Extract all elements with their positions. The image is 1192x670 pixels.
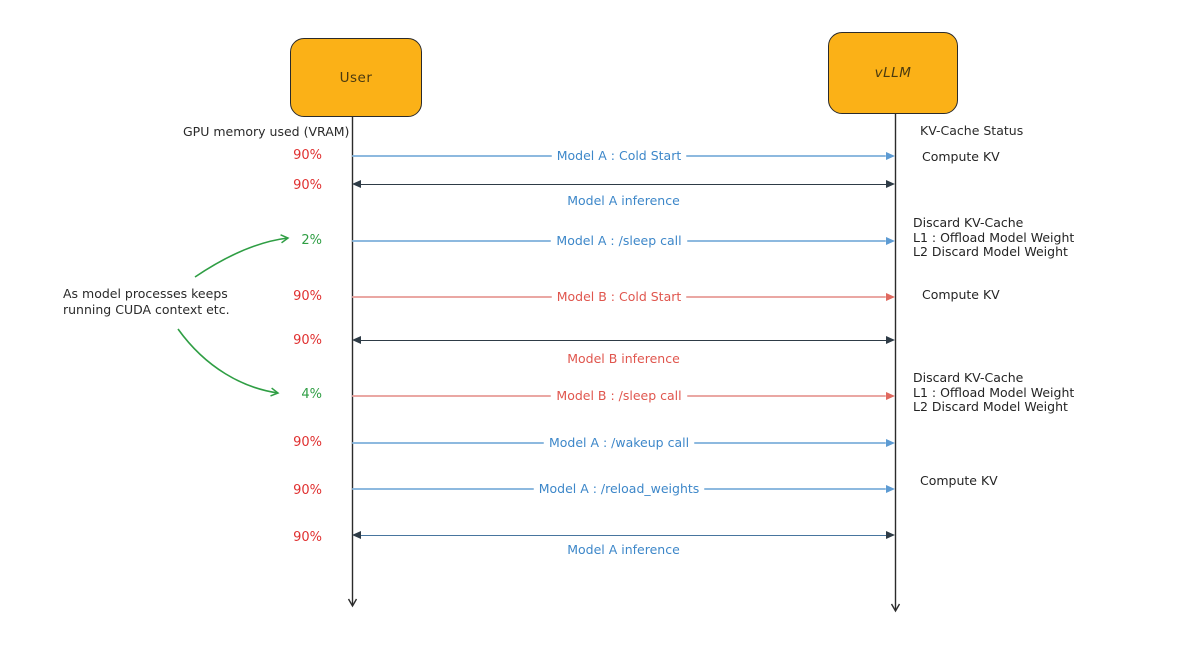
vram-label: 4% bbox=[301, 387, 322, 402]
message-label: Model A : /wakeup call bbox=[548, 434, 690, 450]
arrowhead-right-icon bbox=[886, 292, 895, 301]
message-label: Model A inference bbox=[567, 193, 680, 208]
message-model-b-cold-start: Model B : Cold Start bbox=[352, 288, 895, 304]
right-column-header: KV-Cache Status bbox=[920, 123, 1024, 138]
message-label: Model B inference bbox=[567, 351, 680, 366]
arrow-line bbox=[352, 154, 552, 157]
message-model-a-cold-start: Model A : Cold Start bbox=[352, 147, 896, 163]
arrowhead-right-icon bbox=[886, 391, 896, 400]
arrow-line bbox=[352, 394, 552, 397]
arrow-line bbox=[686, 295, 886, 298]
kv-status-block: Discard KV-Cache L1 : Offload Model Weig… bbox=[913, 370, 1075, 415]
kv-status-line: L2 Discard Model Weight bbox=[913, 399, 1068, 415]
vram-label: 90% bbox=[293, 289, 322, 304]
arrow-line bbox=[352, 295, 552, 298]
message-label: Model B : /sleep call bbox=[556, 387, 682, 403]
arrowhead-left-icon bbox=[352, 336, 361, 344]
message-model-a-sleep-call: Model A : /sleep call bbox=[352, 232, 895, 248]
message-label: Model A : /sleep call bbox=[556, 232, 682, 248]
vram-label: 90% bbox=[293, 333, 322, 348]
kv-status-label: Compute KV bbox=[922, 149, 1000, 164]
message-model-a-wakeup-call: Model A : /wakeup call bbox=[352, 434, 896, 450]
actor-label-vllm: vLLM bbox=[874, 65, 912, 81]
arrowhead-right-icon bbox=[886, 336, 895, 344]
message-label: Model A : Cold Start bbox=[556, 147, 682, 163]
arrow-line bbox=[352, 441, 544, 444]
actor-box-vllm: vLLM bbox=[828, 32, 958, 114]
arrowhead-left-icon bbox=[352, 180, 361, 188]
kv-status-block: Discard KV-Cache L1 : Offload Model Weig… bbox=[913, 215, 1075, 260]
arrowhead-right-icon bbox=[886, 531, 895, 539]
arrowhead-right-icon bbox=[886, 484, 896, 493]
arrow-line bbox=[361, 339, 886, 341]
vram-label: 90% bbox=[293, 530, 322, 545]
left-column-header: GPU memory used (VRAM) bbox=[183, 124, 350, 139]
arrowhead-right-icon bbox=[886, 180, 895, 188]
note-line-1: As model processes keeps bbox=[63, 286, 228, 301]
message-model-a-reload-weights: Model A : /reload_weights bbox=[352, 480, 896, 496]
arrow-line bbox=[352, 487, 534, 490]
kv-status-label: Compute KV bbox=[920, 473, 998, 488]
message-model-b-inference bbox=[352, 334, 895, 346]
arrow-line bbox=[352, 239, 552, 242]
note-line-2: running CUDA context etc. bbox=[63, 302, 230, 317]
arrow-line bbox=[686, 154, 887, 157]
actor-label-user: User bbox=[339, 69, 373, 86]
message-model-b-sleep-call: Model B : /sleep call bbox=[352, 387, 896, 403]
kv-status-line: Discard KV-Cache bbox=[913, 215, 1024, 230]
message-label: Model A inference bbox=[567, 542, 680, 557]
kv-status-line: Discard KV-Cache bbox=[913, 370, 1024, 385]
arrow-line bbox=[704, 487, 887, 490]
kv-status-line: L1 : Offload Model Weight bbox=[913, 229, 1075, 245]
vram-label: 2% bbox=[301, 233, 322, 248]
message-label: Model B : Cold Start bbox=[556, 288, 682, 304]
arrow-line bbox=[361, 183, 886, 185]
vram-label: 90% bbox=[293, 435, 322, 450]
message-label: Model A : /reload_weights bbox=[538, 480, 700, 496]
actor-box-user: User bbox=[290, 38, 422, 117]
arrow-line bbox=[686, 394, 887, 397]
arrowhead-right-icon bbox=[886, 151, 896, 160]
kv-status-line: L2 Discard Model Weight bbox=[913, 244, 1068, 260]
arrow-line bbox=[361, 534, 886, 536]
vram-label: 90% bbox=[293, 148, 322, 163]
arrowhead-right-icon bbox=[886, 236, 895, 245]
vram-label: 90% bbox=[293, 178, 322, 193]
message-model-a-inference-2 bbox=[352, 529, 895, 541]
arrowhead-right-icon bbox=[886, 438, 896, 447]
vram-label: 90% bbox=[293, 483, 322, 498]
arrowhead-left-icon bbox=[352, 531, 361, 539]
arrow-line bbox=[686, 239, 886, 242]
arrow-line bbox=[694, 441, 887, 444]
kv-status-label: Compute KV bbox=[922, 287, 1000, 302]
message-model-a-inference bbox=[352, 178, 895, 190]
kv-status-line: L1 : Offload Model Weight bbox=[913, 384, 1075, 400]
cuda-context-note: As model processes keeps running CUDA co… bbox=[63, 286, 230, 318]
